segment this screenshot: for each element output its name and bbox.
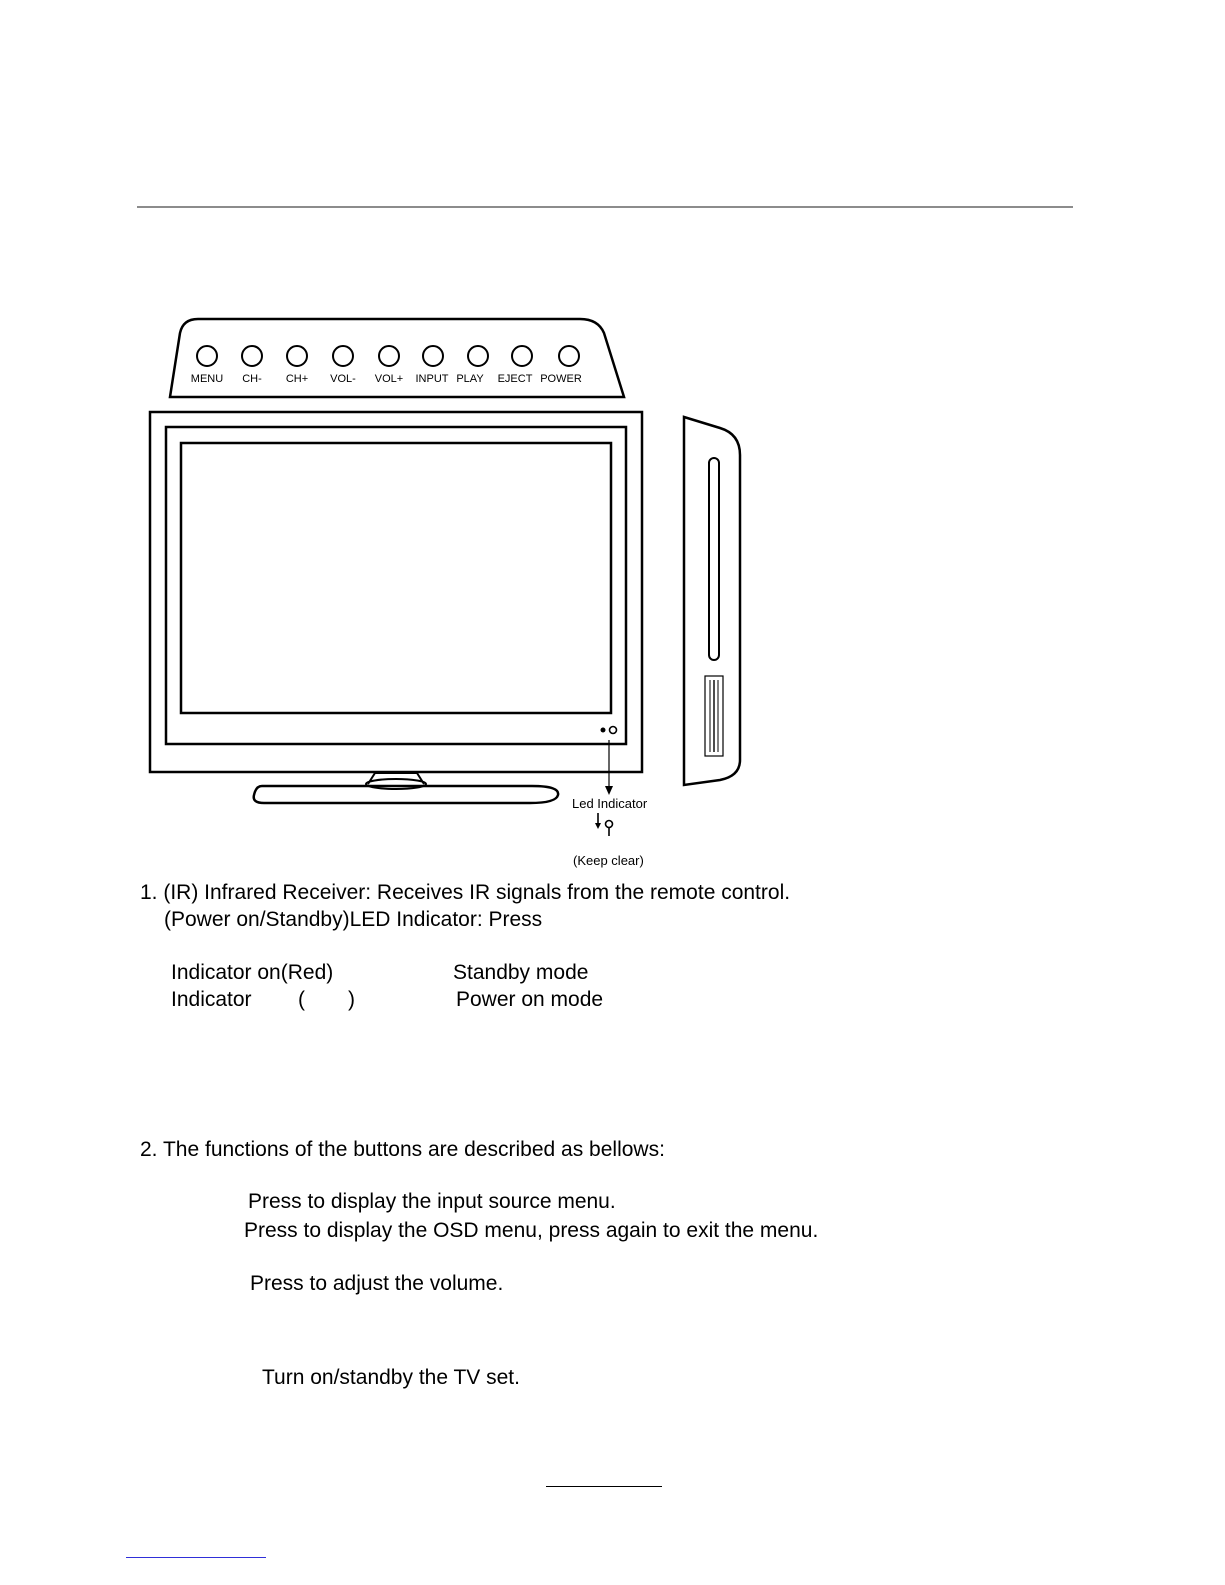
tv-stand-base: [252, 784, 560, 805]
vol-plus-button-label: VOL+: [374, 373, 404, 385]
page-number-underline: [546, 1486, 662, 1487]
led-symbol-circle: [604, 819, 614, 829]
indicator-row2-label: Indicator: [171, 988, 252, 1011]
power-button-label: POWER: [540, 373, 582, 385]
play-button-label: PLAY: [456, 373, 484, 385]
section2-heading: 2. The functions of the buttons are desc…: [140, 1138, 665, 1161]
tv-stand-neck-ring: [365, 778, 427, 790]
play-button-circle: [467, 345, 489, 367]
power-function-text: Turn on/standby the TV set.: [262, 1366, 520, 1389]
menu-button-label: MENU: [190, 373, 224, 385]
section1-line2: (Power on/Standby)LED Indicator: Press: [164, 908, 543, 931]
footer-link-underline: [126, 1557, 266, 1558]
eject-button-label: EJECT: [497, 373, 533, 385]
indicator-row2-paren-close: ): [348, 988, 355, 1011]
panel-button-circles: [196, 345, 580, 367]
tv-stand-neck: [367, 772, 425, 785]
led-indicator-circle: [608, 725, 618, 735]
header-rule: [137, 206, 1073, 208]
vol-plus-button-circle: [378, 345, 400, 367]
indicator-row2-mode: Power on mode: [456, 988, 604, 1011]
indicator-row2-paren-open: (: [298, 988, 305, 1011]
tv-bezel: [164, 425, 628, 746]
led-arrow-head: [605, 786, 613, 795]
disc-slot: [708, 457, 720, 661]
indicator-row1-mode: Standby mode: [453, 961, 589, 984]
tv-outer-frame: [148, 410, 644, 774]
power-button-circle: [558, 345, 580, 367]
section1-line1: 1. (IR) Infrared Receiver: Receives IR s…: [140, 881, 791, 904]
menu-button-circle: [196, 345, 218, 367]
ir-receiver-dot: [600, 727, 606, 733]
eject-button-circle: [511, 345, 533, 367]
led-indicator-label: Led Indicator: [572, 796, 648, 811]
control-panel-outline: [168, 317, 626, 399]
disc-label-box: [704, 675, 724, 757]
ch-plus-button-circle: [286, 345, 308, 367]
ch-minus-button-label: CH-: [242, 373, 262, 385]
tv-side-view: [682, 415, 742, 787]
indicator-row1-label: Indicator on(Red): [171, 961, 334, 984]
ch-minus-button-circle: [241, 345, 263, 367]
tv-screen: [179, 441, 613, 715]
input-button-label: INPUT: [415, 373, 449, 385]
ir-symbol-arrow-head: [595, 823, 601, 829]
input-button-circle: [422, 345, 444, 367]
vol-minus-button-label: VOL-: [330, 373, 356, 385]
menu-function-text: Press to display the OSD menu, press aga…: [244, 1219, 819, 1242]
input-function-text: Press to display the input source menu.: [248, 1190, 616, 1213]
volume-function-text: Press to adjust the volume.: [250, 1272, 504, 1295]
vol-minus-button-circle: [332, 345, 354, 367]
keep-clear-label: (Keep clear): [573, 853, 644, 868]
ch-plus-button-label: CH+: [285, 373, 309, 385]
